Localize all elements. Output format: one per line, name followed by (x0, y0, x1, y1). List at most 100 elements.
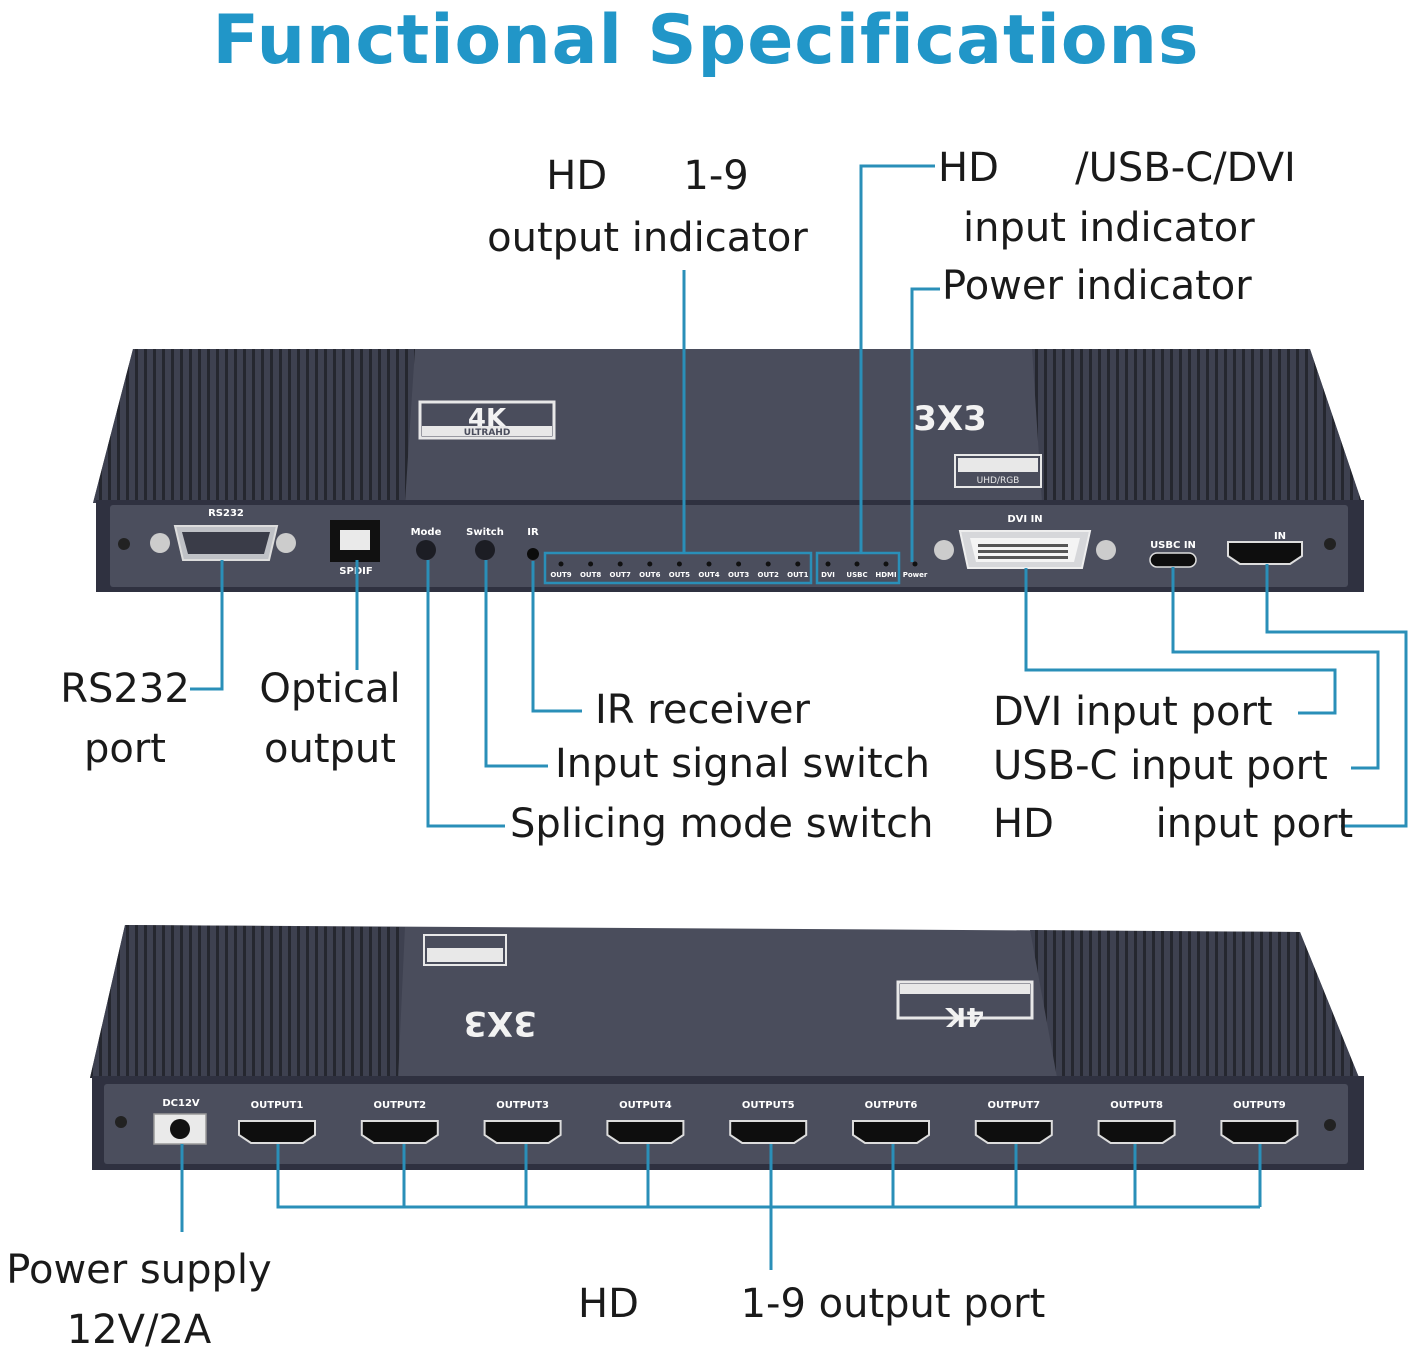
led-label: DVI (821, 571, 835, 579)
power-indicator-label: Power indicator (942, 263, 1252, 309)
back-fins-left (90, 925, 405, 1080)
front-fins-left (93, 349, 415, 503)
hdmi-input-port[interactable] (1227, 541, 1303, 565)
line-power-indicator (910, 287, 940, 562)
badge-ultrahd-text: ULTRAHD (464, 428, 511, 438)
led-out8 (588, 561, 594, 567)
usbc-in-label: USBC IN (1150, 540, 1196, 551)
led-usbc (854, 561, 860, 567)
output-led-box (543, 551, 813, 585)
dc12v-label: DC12V (162, 1098, 200, 1109)
back-badge-4k: 4K (896, 980, 1034, 1031)
ir-receiver (527, 548, 539, 560)
output-port-label: OUTPUT4 (619, 1100, 672, 1111)
hdmi-output1-port[interactable] (238, 1120, 316, 1144)
line-dvi-port (1024, 568, 1337, 715)
screw (1324, 538, 1336, 550)
hdmi-input-port-label: HD input port (993, 801, 1354, 847)
line-rs232 (190, 560, 224, 691)
dvi-in-label: DVI IN (1007, 514, 1042, 525)
dvi-input-port-label: DVI input port (993, 689, 1273, 735)
input-led-box (815, 551, 901, 585)
mode-label: Mode (411, 527, 442, 538)
badge-4k-ultrahd: 4K ULTRAHD (418, 400, 556, 440)
output-port-label: OUTPUT7 (987, 1100, 1040, 1111)
hdmi-output-indicator-label: HD 1-9 output indicator (487, 153, 808, 261)
optical-output-port[interactable] (330, 520, 380, 562)
ir-receiver-label: IR receiver (595, 687, 810, 733)
line-usbc-port (1171, 567, 1380, 770)
hdmi-output-port-label: HD 1-9 output port (578, 1281, 1046, 1327)
screw (115, 1116, 127, 1128)
led-label: OUT6 (639, 571, 660, 579)
led-power (912, 561, 918, 567)
led-out5 (676, 561, 682, 567)
hdmi-output8-port[interactable] (1097, 1120, 1176, 1144)
svg-text:4K: 4K (945, 1001, 984, 1031)
input-indicator-label: HD /USB-C/DVI input indicator (938, 145, 1296, 251)
input-leds: DVI USBC HDMI Power (821, 561, 928, 579)
callout-lines (180, 164, 1408, 1270)
rs232-port[interactable] (150, 525, 296, 561)
line-input-indicator (859, 164, 935, 553)
back-model-text: 3X3 (463, 1003, 537, 1043)
led-label: OUT8 (580, 571, 601, 579)
led-dvi (825, 561, 831, 567)
output-port-label: OUTPUT6 (865, 1100, 918, 1111)
hdmi-output4-port[interactable] (606, 1120, 685, 1144)
usbc-input-port[interactable] (1149, 552, 1197, 568)
output-port-label: OUTPUT5 (742, 1100, 795, 1111)
hdmi-output-ports: OUTPUT1 OUTPUT2 OUTPUT3 OUTPUT4 OUTPUT5 OUTPU… (238, 1100, 1299, 1144)
led-label: OUT3 (728, 571, 749, 579)
power-jack[interactable] (153, 1113, 207, 1145)
output-port-label: OUTPUT9 (1233, 1100, 1286, 1111)
led-label: OUT7 (610, 571, 631, 579)
hdmi-output3-port[interactable] (483, 1120, 562, 1144)
screw (1324, 1119, 1336, 1131)
led-hdmi (883, 561, 889, 567)
power-supply-label: Power supply 12V/2A (6, 1247, 272, 1353)
usbc-input-port-label: USB-C input port (993, 743, 1328, 789)
front-fins-right (1032, 349, 1362, 503)
led-label: OUT2 (758, 571, 779, 579)
led-label: OUT5 (669, 571, 690, 579)
hdmi-output2-port[interactable] (360, 1120, 439, 1144)
switch-button[interactable] (475, 540, 495, 560)
line-output-bus (276, 1144, 1260, 1209)
led-out2 (765, 561, 771, 567)
hdmi-output6-port[interactable] (852, 1120, 930, 1144)
rs232-port-label: RS232 port (60, 666, 190, 772)
output-port-label: OUTPUT3 (496, 1100, 549, 1111)
badge-uhd-rgb: UHD/RGB (954, 454, 1042, 488)
screw (118, 538, 130, 550)
splicing-mode-switch-label: Splicing mode switch (510, 801, 934, 847)
output-port-label: OUTPUT8 (1110, 1100, 1163, 1111)
led-out9 (558, 561, 564, 567)
dvi-input-port[interactable] (934, 530, 1116, 569)
ir-label: IR (527, 527, 539, 538)
led-label: HDMI (875, 571, 896, 579)
hdmi-output5-port[interactable] (729, 1120, 808, 1144)
mode-button[interactable] (416, 540, 436, 560)
led-label: USBC (846, 571, 867, 579)
line-input-switch (484, 560, 548, 768)
front-device: 4K ULTRAHD 3X3 UHD/RGB RS232 SPDIF Mode (93, 349, 1364, 592)
line-ir (531, 561, 582, 713)
hdmi-output7-port[interactable] (974, 1120, 1053, 1144)
led-out6 (647, 561, 653, 567)
led-out4 (706, 561, 712, 567)
line-mode-switch (426, 560, 505, 828)
hdmi-in-label: IN (1274, 531, 1286, 542)
output-port-label: OUTPUT2 (373, 1100, 426, 1111)
hdmi-output9-port[interactable] (1220, 1120, 1299, 1144)
back-badge-uhd (423, 934, 507, 966)
led-out7 (617, 561, 623, 567)
output-port-label: OUTPUT1 (251, 1100, 304, 1111)
led-label: Power (903, 571, 928, 579)
line-hdmi-in-port (1265, 564, 1408, 828)
switch-label: Switch (466, 527, 504, 538)
led-out1 (795, 561, 801, 567)
